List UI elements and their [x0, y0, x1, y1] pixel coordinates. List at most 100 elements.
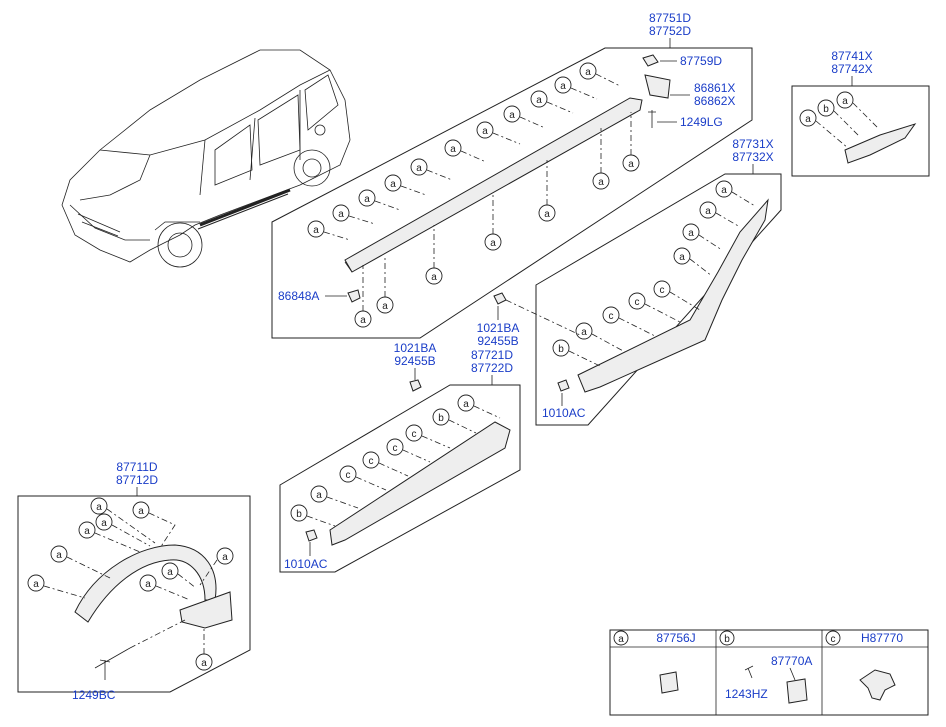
rocker-label-bottom: 87752D [649, 24, 691, 38]
rear-door-frame [535, 173, 782, 426]
svg-text:a: a [145, 579, 151, 590]
svg-text:c: c [635, 297, 640, 308]
legend-c-letter: c [831, 634, 836, 645]
svg-text:a: a [842, 96, 848, 107]
legend-b-clip-image [786, 678, 808, 704]
fender-label-bottom: 87712D [116, 473, 158, 487]
fender-molding-group: 87711D 87712D a a a a a a a a a a 1249BC [17, 460, 251, 702]
svg-text:a: a [96, 502, 102, 513]
clip-87759D-label: 87759D [680, 54, 722, 68]
svg-text:c: c [412, 429, 417, 440]
rocker-label-top: 87751D [649, 11, 691, 25]
rear-quarter-label-bottom: 87742X [831, 62, 872, 76]
svg-text:a: a [450, 144, 456, 155]
svg-text:a: a [222, 552, 228, 563]
svg-text:a: a [679, 252, 685, 263]
svg-text:a: a [201, 658, 207, 669]
rocker-group-frame [271, 47, 753, 339]
screw-1249BC-part [94, 647, 131, 680]
front-door-label-top: 87721D [471, 348, 513, 362]
front-door-molding-part [329, 421, 511, 546]
legend-c-part: H87770 [861, 631, 903, 645]
rear-door-label-bottom: 87732X [732, 150, 773, 164]
screw-1249LG-label: 1249LG [680, 115, 723, 129]
nut-1021BA-top-part [493, 292, 507, 305]
nut-1021BA-top-label: 1021BA [477, 321, 520, 335]
rear-quarter-frame [791, 85, 930, 177]
svg-text:a: a [536, 95, 542, 106]
svg-text:a: a [628, 159, 634, 170]
clip-86848A-part [347, 289, 361, 303]
screw-1249BC-label: 1249BC [72, 688, 116, 702]
fastener-1010AC-front-part [305, 529, 318, 542]
svg-text:a: a [138, 506, 144, 517]
front-door-frame [279, 384, 521, 573]
svg-text:a: a [560, 81, 566, 92]
nut-92455B-left-label: 92455B [394, 354, 435, 368]
fastener-1010AC-rear-label: 1010AC [542, 406, 586, 420]
rear-door-label-top: 87731X [732, 137, 773, 151]
svg-text:a: a [509, 110, 515, 121]
clip-legend-table: a 87756J b c H87770 87770A 1243HZ [609, 629, 929, 716]
bracket-part [644, 74, 671, 99]
svg-text:b: b [438, 413, 444, 424]
bracket-label-bottom: 86862X [694, 94, 735, 108]
rocker-molding-group: 87751D 87752D a a a a a a a a a a a a a … [271, 11, 753, 339]
legend-b-screw-label: 1243HZ [725, 687, 768, 701]
bracket-label-top: 86861X [694, 81, 735, 95]
rear-quarter-part [844, 123, 917, 164]
legend-c-clip-image [859, 669, 896, 701]
fender-clips: a a a a a a a a a a [27, 497, 234, 671]
nut-1021BA-left-part [409, 379, 422, 392]
svg-text:a: a [101, 518, 107, 529]
legend-a-clip-image [659, 671, 679, 694]
svg-text:c: c [660, 285, 665, 296]
fastener-1010AC-rear-part [557, 379, 570, 392]
svg-text:a: a [338, 209, 344, 220]
rear-quarter-molding-group: 87741X 87742X a b a [791, 49, 930, 177]
svg-text:a: a [390, 179, 396, 190]
svg-text:a: a [313, 225, 319, 236]
fastener-1010AC-front-label: 1010AC [284, 557, 328, 571]
svg-text:a: a [705, 206, 711, 217]
svg-text:a: a [364, 194, 370, 205]
rocker-clips: a a a a a a a a a a a a a a a a a a [307, 62, 640, 328]
svg-text:c: c [393, 443, 398, 454]
svg-text:a: a [84, 526, 90, 537]
nut-1021BA-left-label: 1021BA [394, 341, 437, 355]
fender-extension-part [179, 591, 233, 629]
svg-text:a: a [805, 114, 811, 125]
svg-text:a: a [463, 399, 469, 410]
screw-1249LG-part [648, 110, 656, 128]
svg-text:a: a [581, 327, 587, 338]
svg-text:b: b [296, 509, 302, 520]
svg-text:a: a [721, 185, 727, 196]
rear-door-molding-part [577, 198, 769, 393]
svg-text:a: a [382, 301, 388, 312]
svg-text:b: b [823, 104, 829, 115]
svg-text:a: a [167, 567, 173, 578]
svg-text:c: c [369, 456, 374, 467]
svg-text:c: c [609, 311, 614, 322]
rear-door-molding-group: 87731X 87732X a a a a c c c a b 1010AC 1… [477, 137, 782, 426]
svg-text:a: a [598, 177, 604, 188]
clip-86848A-label: 86848A [278, 289, 319, 303]
rear-quarter-label-top: 87741X [831, 49, 872, 63]
svg-text:a: a [33, 579, 39, 590]
svg-text:a: a [490, 238, 496, 249]
front-door-molding-group: 1021BA 92455B 87721D 87722D a b c c c c … [279, 341, 521, 573]
svg-text:b: b [558, 344, 564, 355]
svg-text:a: a [56, 550, 62, 561]
svg-text:a: a [482, 126, 488, 137]
svg-text:a: a [585, 67, 591, 78]
front-door-label-bottom: 87722D [471, 361, 513, 375]
svg-text:a: a [688, 228, 694, 239]
legend-b-part: 87770A [771, 654, 812, 668]
legend-b-screw-image [744, 665, 754, 679]
legend-a-part: 87756J [656, 631, 695, 645]
vehicle-illustration [61, 49, 351, 268]
fender-frame [17, 495, 251, 693]
svg-text:a: a [360, 315, 366, 326]
legend-a-letter: a [618, 634, 624, 645]
